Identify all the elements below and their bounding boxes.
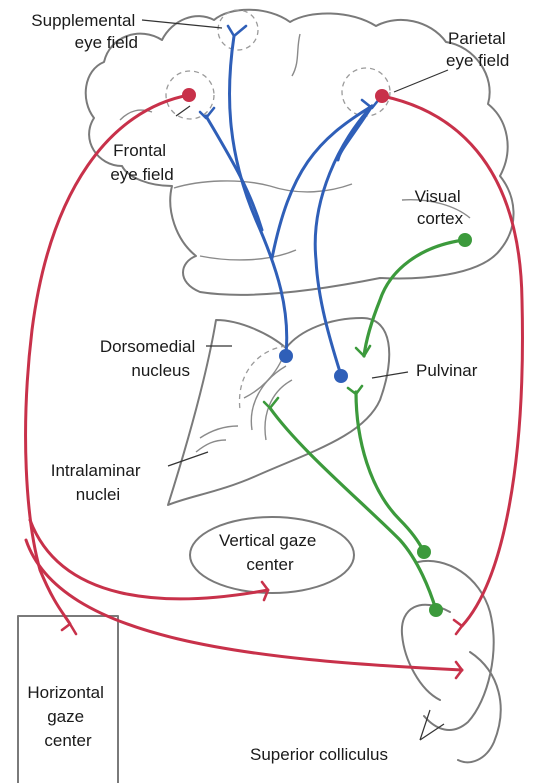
blue-terminal-dorsomedial bbox=[279, 349, 293, 363]
green-dot-visual-cortex bbox=[458, 233, 472, 247]
label-superior-colliculus: Superior colliculus bbox=[250, 745, 388, 764]
blue-pathways bbox=[200, 26, 380, 383]
red-dot-frontal bbox=[182, 88, 196, 102]
label-visual-cortex: Visual cortex bbox=[415, 187, 466, 228]
blue-path-supplemental bbox=[229, 36, 286, 354]
label-dorsomedial-nucleus: Dorsomedial nucleus bbox=[100, 337, 200, 380]
blue-fork-frontal bbox=[200, 108, 214, 118]
blue-fork-supplemental bbox=[228, 26, 246, 36]
label-pulvinar: Pulvinar bbox=[416, 361, 478, 380]
green-fork-pulvinar-lower bbox=[348, 386, 362, 394]
green-dot-colliculus-lower bbox=[429, 603, 443, 617]
blue-branch-parietal bbox=[338, 106, 372, 160]
label-frontal-eye-field: Frontal eye field bbox=[110, 141, 173, 184]
label-supplemental-eye-field: Supplemental eye field bbox=[31, 11, 140, 52]
red-fork-colliculus-upper bbox=[454, 620, 462, 634]
label-vertical-gaze-center: Vertical gaze center bbox=[219, 531, 321, 574]
green-dot-colliculus-upper bbox=[417, 545, 431, 559]
red-pathways bbox=[26, 88, 523, 678]
label-parietal-eye-field: Parietal eye field bbox=[446, 29, 510, 70]
green-path-thalamus-descending bbox=[270, 408, 436, 610]
supplemental-eye-field-circle bbox=[218, 10, 258, 50]
label-intralaminar-nuclei: Intralaminar nuclei bbox=[51, 461, 146, 504]
green-fork-pulvinar-upper bbox=[356, 346, 370, 356]
red-path-frontal-to-colliculus bbox=[26, 540, 462, 670]
blue-terminal-pulvinar bbox=[334, 369, 348, 383]
red-dot-parietal bbox=[375, 89, 389, 103]
green-path-visual-cortex bbox=[364, 240, 464, 356]
label-horizontal-gaze-center: Horizontal gaze center bbox=[27, 683, 108, 750]
red-fork-horizontal bbox=[62, 624, 76, 634]
